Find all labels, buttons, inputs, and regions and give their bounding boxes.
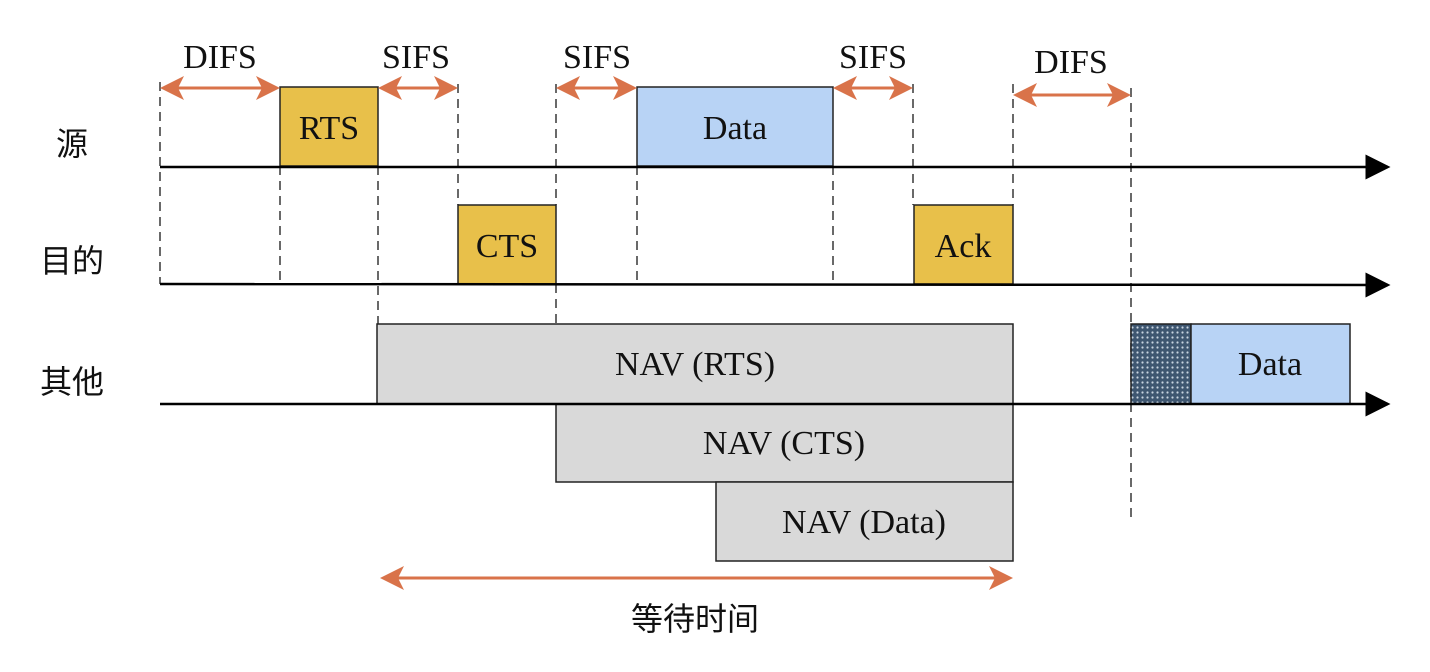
ack-label: Ack: [935, 228, 992, 265]
cts-label: CTS: [476, 228, 538, 265]
rts-label: RTS: [299, 110, 359, 147]
data-label: Data: [703, 110, 767, 147]
backoff-block: [1130, 323, 1192, 405]
nav-cts-bar: [555, 403, 1014, 483]
data-frame: [636, 86, 834, 167]
row-label-destination: 目的: [40, 242, 104, 280]
sifs-label: SIFS: [382, 39, 450, 76]
nav-data-label: NAV (Data): [782, 504, 946, 541]
other-data-label: Data: [1238, 346, 1302, 383]
row-label-others: 其他: [40, 363, 104, 401]
nav-rts-bar: [376, 323, 1014, 405]
nav-data-bar: [715, 481, 1014, 562]
ack-frame: [913, 204, 1014, 285]
sifs-label: SIFS: [563, 39, 631, 76]
destination-time-axis: [159, 272, 1391, 298]
difs-label: DIFS: [183, 39, 257, 76]
nav-cts-label: NAV (CTS): [703, 425, 865, 462]
dashed-guides: [159, 82, 1132, 522]
nav-rts-label: NAV (RTS): [615, 346, 775, 383]
difs-label: DIFS: [1034, 44, 1108, 81]
row-label-source: 源: [56, 125, 88, 163]
wait-time-label: 等待时间: [631, 600, 759, 638]
cts-frame: [457, 204, 557, 285]
sifs-label: SIFS: [839, 39, 907, 76]
other-data-frame: [1190, 323, 1351, 405]
